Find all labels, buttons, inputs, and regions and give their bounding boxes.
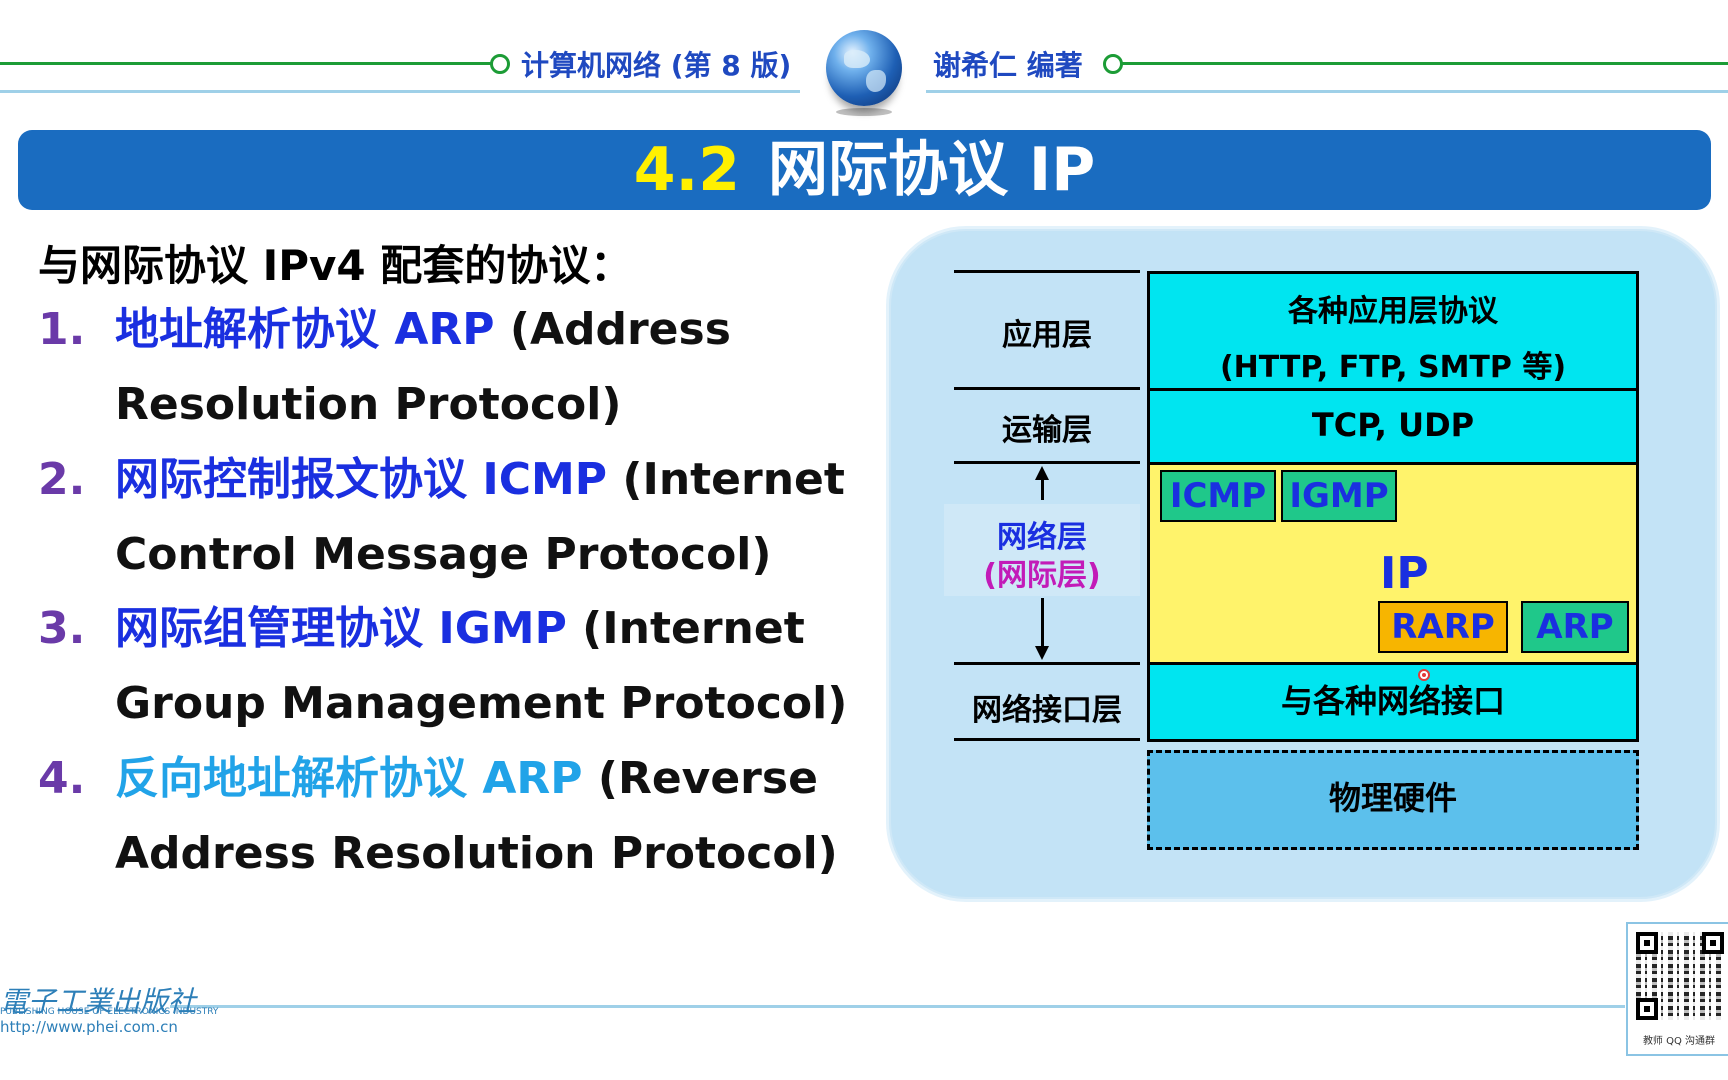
layer-label-network-alt: (网际层) <box>983 558 1101 593</box>
intro-text: 与网际协议 IPv4 配套的协议： <box>38 241 633 290</box>
application-block: 各种应用层协议 (HTTP, FTP, SMTP 等) <box>1147 271 1639 391</box>
globe-shadow <box>836 108 892 116</box>
header-line-left-green <box>0 62 492 65</box>
layer-label-network: 网络层 <box>997 520 1087 555</box>
layer-divider <box>954 387 1140 390</box>
protocol-name-en: (Internet <box>622 454 845 505</box>
application-block-line2: (HTTP, FTP, SMTP 等) <box>1219 350 1567 385</box>
list-item-continuation: Group Management Protocol) <box>115 678 848 729</box>
protocol-name-cn: 反向地址解析协议 ARP <box>115 753 583 804</box>
header-ring-left <box>490 54 510 74</box>
header-line-right-blue <box>926 90 1728 93</box>
layer-label-transport: 运输层 <box>1002 413 1092 448</box>
list-number: 2. <box>38 454 86 505</box>
layer-divider <box>954 461 1140 464</box>
transport-block: TCP, UDP <box>1147 388 1639 465</box>
list-number: 4. <box>38 753 86 804</box>
layer-divider <box>954 270 1140 273</box>
arp-block: ARP <box>1521 601 1629 653</box>
protocol-name-en: (Internet <box>582 603 805 654</box>
publisher-logo-en: PUBLISHING HOUSE OF ELECTRONICS INDUSTRY <box>0 1007 219 1017</box>
icmp-block: ICMP <box>1160 470 1276 522</box>
protocol-name-en: (Reverse <box>597 753 818 804</box>
footer-line <box>170 1005 1625 1008</box>
hardware-block-label: 物理硬件 <box>1328 779 1457 817</box>
qr-corner <box>1702 932 1724 954</box>
protocol-name-cn: 地址解析协议 ARP <box>115 304 495 355</box>
protocol-name-cn: 网际组管理协议 IGMP <box>115 603 567 654</box>
hardware-block: 物理硬件 <box>1147 750 1639 850</box>
layer-divider <box>954 662 1140 665</box>
protocol-name-en: (Address <box>509 304 731 355</box>
list-item-continuation: Address Resolution Protocol) <box>115 828 838 879</box>
network-label-background <box>944 504 1140 596</box>
transport-block-label: TCP, UDP <box>1311 406 1475 444</box>
globe-logo-icon <box>826 30 902 106</box>
section-title: 网际协议 IP <box>768 135 1096 205</box>
layer-divider <box>954 738 1140 741</box>
qr-corner <box>1636 998 1658 1020</box>
protocol-name-cn: 网际控制报文协议 ICMP <box>115 454 608 505</box>
author: 谢希仁 编著 <box>933 49 1083 82</box>
list-item: 3. 网际组管理协议 IGMP (Internet <box>38 592 805 666</box>
interface-block-label: 与各种网络接口 <box>1280 682 1505 720</box>
qr-corner <box>1636 932 1658 954</box>
book-title: 计算机网络 (第 8 版) <box>521 49 792 82</box>
arrow-up-icon <box>1035 466 1049 480</box>
layer-label-application: 应用层 <box>1002 318 1092 353</box>
rarp-block: RARP <box>1378 601 1508 653</box>
list-number: 3. <box>38 603 86 654</box>
ip-label: IP <box>1380 548 1429 599</box>
header-line-right-green <box>1122 62 1728 65</box>
title-banner: 4.2 网际协议 IP <box>18 130 1711 210</box>
list-number: 1. <box>38 304 86 355</box>
interface-block: 与各种网络接口 <box>1147 662 1639 742</box>
list-item: 2. 网际控制报文协议 ICMP (Internet <box>38 443 845 517</box>
list-item-continuation: Control Message Protocol) <box>115 529 772 580</box>
list-item: 1. 地址解析协议 ARP (Address <box>38 293 731 367</box>
arrow-down-icon <box>1035 646 1049 660</box>
layer-label-link: 网络接口层 <box>972 693 1122 728</box>
section-number: 4.2 <box>633 135 741 205</box>
arrow-line-down <box>1041 598 1044 648</box>
mouse-pointer-icon <box>1418 669 1430 681</box>
arrow-line-up <box>1041 478 1044 500</box>
publisher-url: http://www.phei.com.cn <box>0 1018 178 1036</box>
list-item: 4. 反向地址解析协议 ARP (Reverse <box>38 742 818 816</box>
application-block-line1: 各种应用层协议 <box>1288 294 1498 329</box>
list-item-continuation: Resolution Protocol) <box>115 379 622 430</box>
publisher-logo-cn: 電子工業出版社 <box>0 985 197 1018</box>
qr-code: 教师 QQ 沟通群 <box>1626 922 1728 1056</box>
header-ring-right <box>1103 54 1123 74</box>
header-line-left-blue <box>0 90 800 93</box>
igmp-block: IGMP <box>1281 470 1397 522</box>
qr-caption: 教师 QQ 沟通群 <box>1642 1036 1716 1047</box>
